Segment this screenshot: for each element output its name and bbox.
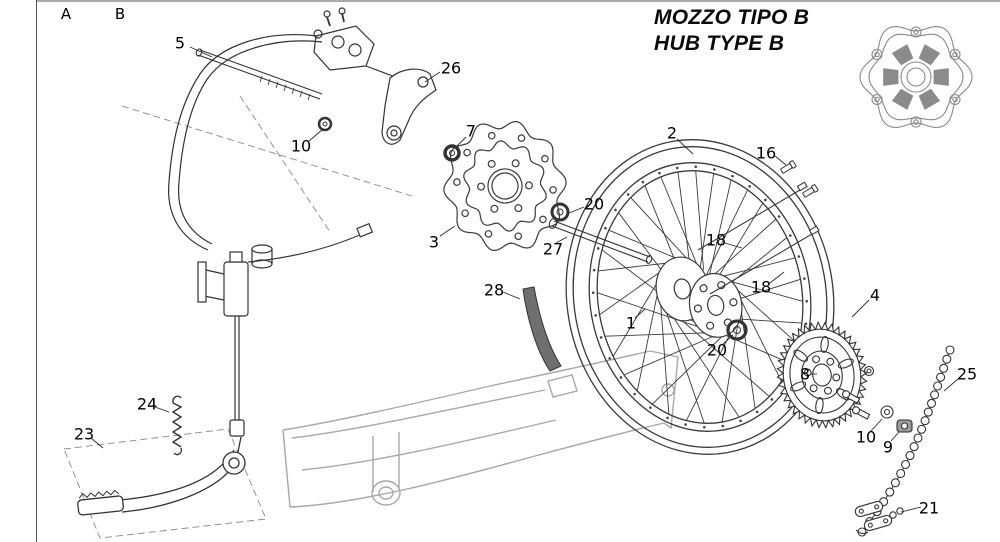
part-number-label: 9 <box>882 437 894 457</box>
washer <box>317 116 333 132</box>
diagram-title: MOZZO TIPO B HUB TYPE B <box>654 5 809 56</box>
drive-chain <box>857 345 955 537</box>
part-number-label: 4 <box>869 285 881 305</box>
brake-caliper <box>313 7 399 79</box>
brake-pedal <box>77 436 246 516</box>
page-border <box>36 0 1000 542</box>
axle-spacer <box>550 202 570 222</box>
title-english: HUB TYPE B <box>654 31 785 55</box>
title-italian: MOZZO TIPO B <box>654 6 810 29</box>
part-number-label: 20 <box>583 194 605 214</box>
callout-leader-lines <box>90 46 959 513</box>
part-number-label: 28 <box>483 280 505 300</box>
brake-disc <box>443 121 567 251</box>
spoke-nipple-fastener <box>780 160 819 198</box>
part-number-label: 25 <box>956 364 978 384</box>
brake-rod <box>195 48 323 101</box>
construction-lines <box>63 95 413 539</box>
part-number-label: 18 <box>705 230 727 250</box>
part-number-label: 10 <box>855 427 877 447</box>
part-number-label: 27 <box>542 239 564 259</box>
part-number-label: 21 <box>918 498 940 518</box>
part-number-label: 20 <box>706 340 728 360</box>
wheel-hub <box>655 256 743 338</box>
part-number-label: 16 <box>755 143 777 163</box>
part-number-label: 7 <box>465 121 477 141</box>
part-number-label: 18 <box>750 277 772 297</box>
view-letter-label: B <box>114 5 126 23</box>
rear-sprocket <box>776 320 868 430</box>
rear-axle <box>548 218 653 264</box>
return-spring <box>171 395 183 456</box>
part-number-label: 23 <box>73 424 95 444</box>
caliper-bracket <box>381 68 437 145</box>
part-number-label: 24 <box>136 394 158 414</box>
part-number-label: 10 <box>290 136 312 156</box>
hub-face-detail <box>859 26 973 128</box>
tire-outline <box>565 139 835 455</box>
part-number-label: 3 <box>428 232 440 252</box>
rear-wheel <box>565 139 835 455</box>
part-number-label: 2 <box>666 123 678 143</box>
part-number-label: 26 <box>440 58 462 78</box>
part-number-label: 8 <box>799 364 811 384</box>
sprocket-fasteners <box>842 365 913 433</box>
spoke-and-nipple <box>697 181 820 295</box>
rim-outline <box>588 162 812 432</box>
disc-spacer <box>443 144 461 162</box>
swingarm <box>282 350 679 508</box>
part-number-label: 5 <box>174 33 186 53</box>
part-number-label: 1 <box>625 313 637 333</box>
view-letter-label: A <box>60 5 72 23</box>
axle-spacer <box>726 319 748 341</box>
rear-master-cylinder <box>168 34 374 437</box>
chain-slider <box>522 286 562 372</box>
chain-master-link <box>854 500 904 535</box>
